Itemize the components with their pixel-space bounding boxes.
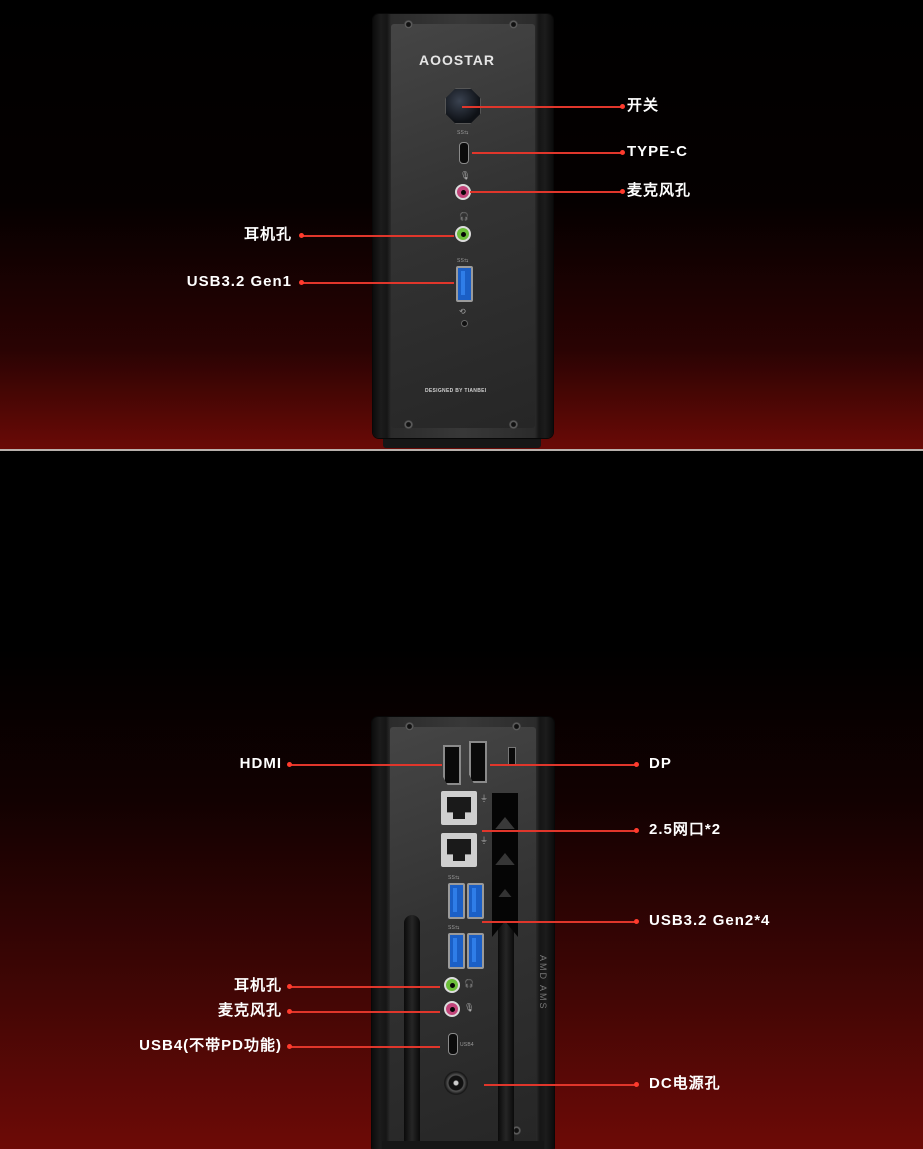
usb-ss-icon: SS⇆ <box>457 130 469 136</box>
callout-line <box>290 764 442 766</box>
screw <box>509 420 518 429</box>
screw <box>404 420 413 429</box>
label-usb4: USB4(不带PD功能) <box>139 1037 282 1054</box>
lock-icon <box>508 747 516 765</box>
headphone-jack <box>444 977 460 993</box>
label-dc: DC电源孔 <box>649 1075 721 1092</box>
usb-a-port <box>467 883 484 919</box>
callout-line <box>302 235 454 237</box>
headphone-icon: 🎧 <box>459 212 469 221</box>
reset-icon: ⟲ <box>459 307 466 316</box>
callout-dot <box>287 1009 292 1014</box>
wifi-antenna <box>404 915 420 1149</box>
callout-line <box>290 986 440 988</box>
usb4-icon: USB4 <box>460 1042 474 1048</box>
mic-jack <box>455 184 471 200</box>
usb-a-port <box>467 933 484 969</box>
label-hdmi: HDMI <box>239 755 282 772</box>
callout-line <box>490 764 636 766</box>
callout-dot <box>634 762 639 767</box>
label-headphone: 耳机孔 <box>243 226 292 243</box>
hdmi-port <box>443 745 461 785</box>
callout-dot <box>620 104 625 109</box>
usb4-port <box>448 1033 458 1055</box>
screw <box>512 1126 521 1135</box>
label-headphone-rear: 耳机孔 <box>233 977 282 994</box>
callout-line <box>482 921 636 923</box>
device-rear-chassis: ⏚ ⏚ SS⇆ SS⇆ 🎧 🎙 USB4 AMD AMS <box>372 717 554 1149</box>
label-lan: 2.5网口*2 <box>649 821 722 838</box>
screw <box>512 722 521 731</box>
usb-ss-icon: SS⇆ <box>448 925 460 931</box>
callout-line <box>302 282 454 284</box>
headphone-icon: 🎧 <box>464 979 474 988</box>
screw <box>405 722 414 731</box>
callout-dot <box>634 1082 639 1087</box>
headphone-jack <box>455 226 471 242</box>
callout-line <box>290 1011 440 1013</box>
callout-line <box>470 191 622 193</box>
ethernet-port <box>441 791 477 825</box>
mic-jack <box>444 1001 460 1017</box>
usb-ss-icon: SS⇆ <box>448 875 460 881</box>
device-foot <box>383 436 541 448</box>
callout-line <box>484 1084 636 1086</box>
network-icon: ⏚ <box>480 836 488 845</box>
section-divider <box>0 449 923 451</box>
callout-dot <box>634 828 639 833</box>
usb-a-port <box>456 266 473 302</box>
rear-view-panel: ⏚ ⏚ SS⇆ SS⇆ 🎧 🎙 USB4 AMD AMS HDMI 耳机孔 麦克… <box>0 451 923 1149</box>
ethernet-port <box>441 833 477 867</box>
network-icon: ⏚ <box>480 794 488 803</box>
callout-dot <box>299 280 304 285</box>
callout-dot <box>287 762 292 767</box>
dc-power-jack <box>444 1071 468 1095</box>
wifi-antenna <box>498 921 514 1149</box>
side-engraving: AMD AMS <box>538 955 548 1011</box>
callout-line <box>462 106 622 108</box>
screw <box>404 20 413 29</box>
front-view-panel: AOOSTAR SS⇆ 🎙 🎧 SS⇆ ⟲ DESIGNED BY TIANBE… <box>0 0 923 449</box>
callout-dot <box>299 233 304 238</box>
callout-dot <box>287 984 292 989</box>
usb-ss-icon: SS⇆ <box>457 258 469 264</box>
label-typec: TYPE-C <box>627 143 689 160</box>
designed-by-text: DESIGNED BY TIANBEI <box>425 388 487 394</box>
callout-dot <box>634 919 639 924</box>
callout-line <box>472 152 622 154</box>
label-power: 开关 <box>627 97 660 114</box>
label-usb-rear: USB3.2 Gen2*4 <box>649 912 771 929</box>
type-c-port <box>459 142 469 164</box>
brand-logo: AOOSTAR <box>419 52 495 68</box>
displayport-port <box>469 741 487 783</box>
label-usb-front: USB3.2 Gen1 <box>186 273 292 290</box>
microphone-icon: 🎙 <box>460 171 471 180</box>
label-mic: 麦克风孔 <box>627 182 692 199</box>
callout-dot <box>620 189 625 194</box>
usb-a-port <box>448 933 465 969</box>
label-mic-rear: 麦克风孔 <box>217 1002 282 1019</box>
device-front-chassis: AOOSTAR SS⇆ 🎙 🎧 SS⇆ ⟲ DESIGNED BY TIANBE… <box>373 14 553 438</box>
screw <box>509 20 518 29</box>
callout-line <box>290 1046 440 1048</box>
callout-dot <box>620 150 625 155</box>
microphone-icon: 🎙 <box>464 1003 475 1012</box>
device-foot <box>382 1141 544 1149</box>
reset-pinhole <box>461 320 468 327</box>
label-dp: DP <box>649 755 672 772</box>
callout-dot <box>287 1044 292 1049</box>
callout-line <box>482 830 636 832</box>
usb-a-port <box>448 883 465 919</box>
